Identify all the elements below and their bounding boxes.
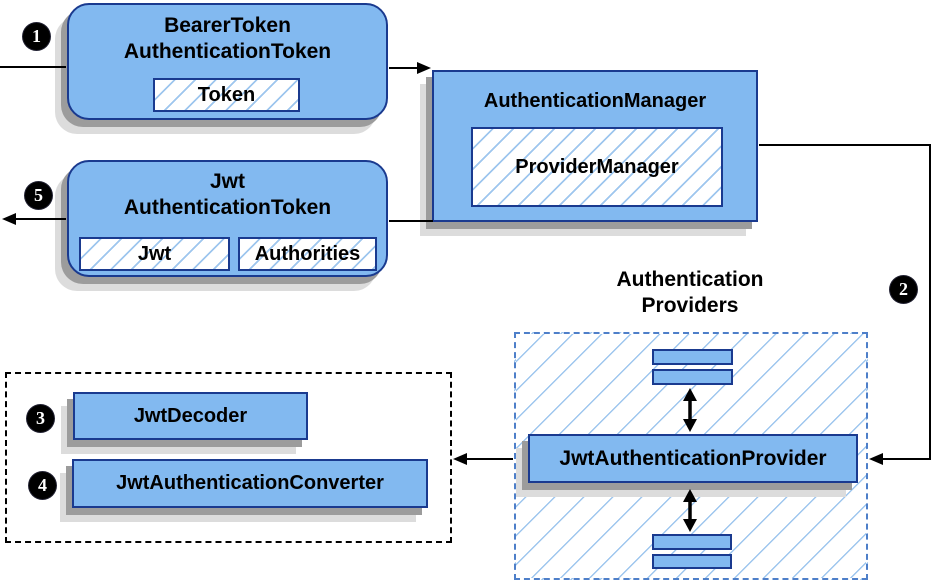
- authorities-label: Authorities: [254, 242, 361, 265]
- provider-manager-inner-box: ProviderManager: [471, 127, 723, 207]
- decoder-converter-container: [5, 372, 452, 543]
- step-5-number: 5: [34, 185, 43, 205]
- bearer-token-authentication-token-box: BearerToken AuthenticationToken Token: [67, 3, 388, 120]
- jwt-decoder-label: JwtDecoder: [133, 404, 248, 427]
- bearer-token-box-title-line2: AuthenticationToken: [123, 40, 332, 63]
- provider-to-decoder-arrowhead: [453, 453, 467, 465]
- jwt-authentication-provider-label: JwtAuthenticationProvider: [559, 446, 827, 470]
- jwt-token-box-title-line1: Jwt: [209, 170, 245, 193]
- jwt-authentication-token-box: Jwt AuthenticationToken Jwt Authorities: [67, 160, 388, 277]
- bearer-token-box-title-line1: BearerToken: [164, 14, 291, 37]
- step-3-number: 3: [36, 408, 45, 428]
- provider-stack-bar: [652, 534, 732, 550]
- token-inner-box: Token: [153, 78, 300, 112]
- step-3-badge: 3: [27, 405, 54, 432]
- authentication-providers-title-line2: Providers: [641, 294, 739, 317]
- authentication-providers-title: Authentication Providers: [590, 267, 790, 319]
- jwt-authentication-converter-box: JwtAuthenticationConverter: [72, 459, 428, 508]
- authentication-manager-title: AuthenticationManager: [483, 90, 707, 112]
- authentication-providers-title-line1: Authentication: [616, 268, 764, 291]
- jwt-label: Jwt: [137, 242, 172, 265]
- jwt-decoder-box: JwtDecoder: [73, 392, 308, 440]
- authentication-manager-box: AuthenticationManager ProviderManager: [432, 70, 758, 222]
- provider-manager-label: ProviderManager: [515, 155, 679, 178]
- token-label: Token: [197, 83, 256, 106]
- step-4-badge: 4: [29, 472, 56, 499]
- step-1-number: 1: [32, 26, 41, 46]
- jwt-inner-box: Jwt: [79, 237, 230, 271]
- provider-stack-bar: [652, 369, 733, 385]
- authorities-inner-box: Authorities: [238, 237, 377, 271]
- step-2-badge: 2: [890, 276, 917, 303]
- step-1-badge: 1: [23, 23, 50, 50]
- step-5-badge: 5: [25, 182, 52, 209]
- jwt-token-box-title-line2: AuthenticationToken: [123, 196, 332, 219]
- provider-stack-bar: [652, 349, 733, 365]
- manager-to-provider-arrowhead: [869, 453, 883, 465]
- step-2-number: 2: [899, 279, 908, 299]
- jwt-authentication-converter-label: JwtAuthenticationConverter: [116, 472, 384, 494]
- bearer-to-manager-arrowhead: [417, 62, 431, 74]
- provider-stack-bar: [652, 554, 732, 569]
- jwt-token-outgoing-arrowhead: [2, 213, 16, 225]
- jwt-authentication-provider-box: JwtAuthenticationProvider: [528, 434, 858, 483]
- step-4-number: 4: [38, 475, 47, 495]
